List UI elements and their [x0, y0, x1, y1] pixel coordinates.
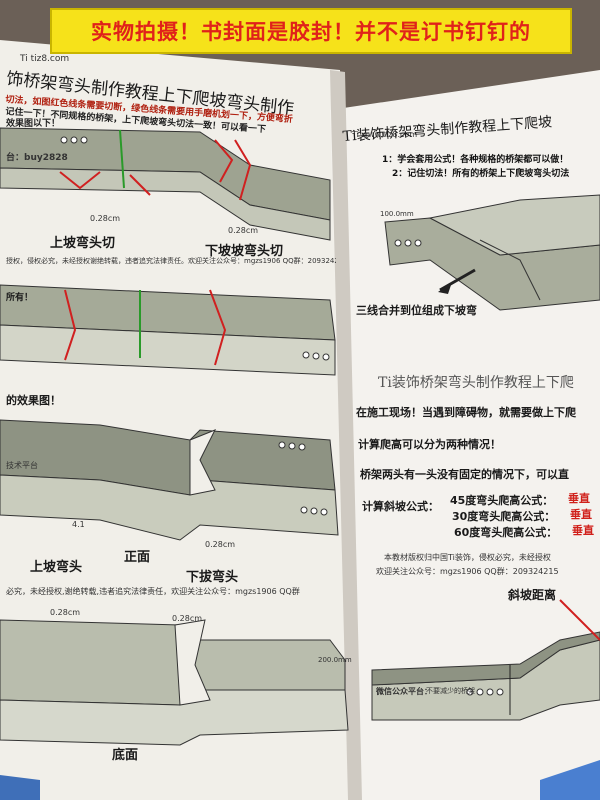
- label-slope-distance: 斜坡距离: [508, 588, 557, 602]
- left-dim-4: 0.28cm: [205, 540, 236, 549]
- right-platform-2: 不要减少的桥架: [426, 687, 475, 695]
- right-title-2: Ti装饰桥架弯头制作教程上下爬: [378, 375, 574, 391]
- formula-title: 计算斜坡公式：: [362, 500, 439, 513]
- left-rights-note: 授权，侵权必究，未经授权谢绝转载，违者追究法律责任。欢迎关注公众号：mgzs19…: [6, 257, 336, 265]
- formula-30: 30度弯头爬高公式：: [452, 510, 556, 523]
- left-dim-6: 0.28cm: [172, 614, 203, 623]
- right-header-url: Ti www.tiz8.com: [352, 130, 418, 139]
- formula-30-value: 垂直: [570, 508, 592, 521]
- formula-45-value: 垂直: [568, 492, 590, 505]
- right-platform: 微信公众平台：: [376, 687, 432, 696]
- left-rights-note-2: 必究，未经授权,谢绝转载,违者追究法律责任，欢迎关注公众号：mgzs1906 Q…: [6, 587, 300, 596]
- banner-caption: 实物拍摄！书封面是胶封！并不是订书钉钉的: [50, 8, 572, 54]
- left-dim-5: 0.28cm: [50, 608, 81, 617]
- right-rights: 本教材版权归中国Ti装饰，侵权必究，未经授权: [384, 553, 551, 562]
- formula-60: 60度弯头爬高公式：: [454, 526, 558, 539]
- right-rights-2: 欢迎关注公众号：mgzs1906 QQ群：209324215: [376, 567, 559, 576]
- right-line-5: 桥架两头有一头没有固定的情况下，可以直: [360, 468, 569, 481]
- left-dim-3: 4.1: [72, 520, 85, 529]
- right-line-3: 在施工现场！当遇到障碍物，就需要做上下爬: [356, 406, 576, 419]
- left-dim-2: 0.28cm: [228, 226, 259, 235]
- right-line-2: 2：记住切法！所有的桥架上下爬坡弯头切法: [392, 169, 570, 179]
- left-all-have: 所有！: [6, 293, 34, 303]
- label-down: 下拔弯头: [186, 570, 239, 585]
- formula-60-value: 垂直: [572, 524, 594, 537]
- formula-45: 45度弯头爬高公式：: [450, 494, 554, 507]
- label-front: 正面: [124, 550, 151, 565]
- label-up-cut: 上坡弯头切: [50, 236, 116, 251]
- left-platform: 台：buy2828: [6, 153, 68, 163]
- left-dim-1: 0.28cm: [90, 214, 121, 223]
- left-header-url: Ti tiz8.com: [20, 54, 70, 64]
- right-caption-merge: 三线合并到位组成下坡弯: [356, 304, 477, 317]
- right-line-4: 计算爬高可以分为两种情况！: [358, 438, 501, 451]
- left-note-3: 效果图以下！: [6, 119, 61, 129]
- left-effect: 的效果图！: [6, 394, 61, 407]
- label-bottom: 底面: [112, 748, 139, 763]
- left-platform-2: 技术平台: [6, 461, 38, 470]
- left-dim-7: 200.0mm: [318, 656, 352, 664]
- left-page: [0, 40, 352, 800]
- right-line-1: 1：学会套用公式！各种规格的桥架都可以做！: [382, 155, 569, 165]
- label-down-cut: 下坡坡弯头切: [205, 244, 284, 259]
- right-dim-1: 100.0mm: [380, 210, 414, 218]
- label-up: 上坡弯头: [30, 560, 83, 575]
